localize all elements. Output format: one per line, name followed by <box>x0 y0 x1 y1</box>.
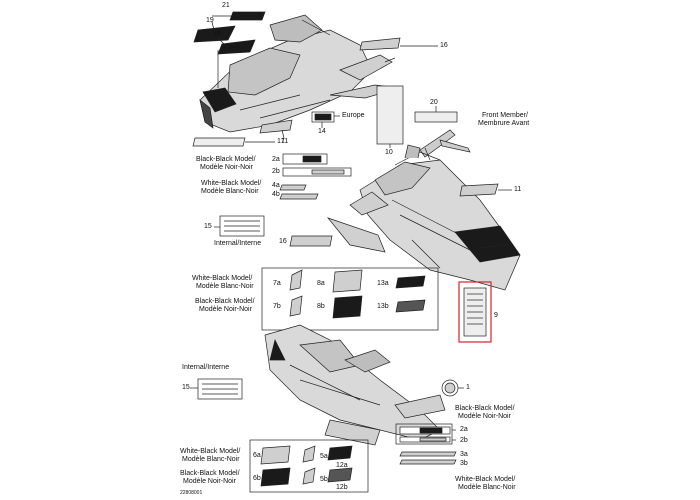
decal-18 <box>217 39 256 55</box>
label-black-black-top: Black-Black Model/ <box>196 156 256 163</box>
label-noir-noir-left: Modèle Noir-Noir <box>183 478 236 485</box>
callout-4b: 4b <box>272 191 280 198</box>
callout-17: 17 <box>277 138 285 145</box>
callout-21: 21 <box>222 2 230 9</box>
decal-19 <box>193 25 236 43</box>
label-noir-noir-mid: Modèle Noir-Noir <box>199 306 252 313</box>
label-white-black-mid: White-Black Model/ <box>192 275 253 282</box>
figure-code: 22808001 <box>180 490 203 496</box>
callout-15-bottom: 15 <box>182 384 190 391</box>
callout-7b: 7b <box>273 303 281 310</box>
label-black-black-mid: Black-Black Model/ <box>195 298 255 305</box>
callout-5a: 5a <box>320 453 328 460</box>
callout-9: 9 <box>494 312 498 319</box>
callout-8b: 8b <box>317 303 325 310</box>
label-noir-noir-bottom: Modèle Noir-Noir <box>458 413 511 420</box>
label-blanc-noir-mid: Modèle Blanc-Noir <box>196 283 254 290</box>
label-internal-bottom: Internal/Interne <box>182 364 230 371</box>
callout-19: 19 <box>206 17 214 24</box>
label-membrure-avant: Membrure Avant <box>478 120 530 127</box>
decal-11-top <box>259 119 293 134</box>
middle-snowmobile <box>326 144 521 291</box>
label-black-black-left: Black-Black Model/ <box>180 470 240 477</box>
decal-21 <box>229 11 266 21</box>
callout-2a-top: 2a <box>272 156 280 163</box>
front-member <box>419 129 471 161</box>
callout-4a: 4a <box>272 182 280 189</box>
callout-11-mid: 11 <box>514 186 522 193</box>
callout-1: 1 <box>466 384 470 391</box>
label-europe: Europe <box>342 112 365 119</box>
top-snowmobile <box>199 14 401 133</box>
label-noir-noir-top: Modèle Noir-Noir <box>200 164 253 171</box>
callout-13a: 13a <box>377 280 389 287</box>
callout-14: 14 <box>318 128 326 135</box>
callout-16-mid: 16 <box>279 238 287 245</box>
callout-5b: 5b <box>320 476 328 483</box>
callout-15-mid: 15 <box>204 223 212 230</box>
label-internal-mid: Internal/Interne <box>214 240 262 247</box>
label-blanc-noir-left: Modèle Blanc-Noir <box>182 456 240 463</box>
label-black-black-bottom: Black-Black Model/ <box>455 405 515 412</box>
callout-3b: 3b <box>460 460 468 467</box>
bottom-snowmobile <box>264 324 446 446</box>
callout-18: 18 <box>213 30 221 37</box>
callout-6b: 6b <box>253 475 261 482</box>
callout-2b-top: 2b <box>272 168 280 175</box>
label-white-black-left: White-Black Model/ <box>180 448 241 455</box>
callout-2b-bottom: 2b <box>460 437 468 444</box>
label-blanc-noir-bottom: Modèle Blanc-Noir <box>458 484 516 491</box>
callout-3a: 3a <box>460 451 468 458</box>
label-front-member: Front Member/ <box>482 112 528 119</box>
callout-8a: 8a <box>317 280 325 287</box>
label-white-black-bottom: White-Black Model/ <box>455 476 516 483</box>
callout-7a: 7a <box>273 280 281 287</box>
variant-box-bottom <box>249 439 369 493</box>
callout-10: 10 <box>385 149 393 156</box>
callout-2a-bottom: 2a <box>460 426 468 433</box>
callout-20: 20 <box>430 99 438 106</box>
callout-12b: 12b <box>336 484 348 491</box>
callout-6a: 6a <box>253 452 261 459</box>
decal-17 <box>192 137 246 147</box>
callout-13b: 13b <box>377 303 389 310</box>
callout-12a: 12a <box>336 462 348 469</box>
decal-11-mid <box>459 183 499 197</box>
decal-16 <box>359 37 401 51</box>
decal-20 <box>414 111 458 123</box>
callout-11-a: 11 <box>281 138 289 145</box>
decal-10 <box>376 85 404 145</box>
label-blanc-noir-top: Modèle Blanc-Noir <box>201 188 259 195</box>
decal-9-highlight <box>458 281 492 343</box>
label-white-black-top: White-Black Model/ <box>201 180 262 187</box>
decal-16-mid <box>289 235 333 247</box>
callout-16-top: 16 <box>440 42 448 49</box>
variant-box-middle <box>261 267 439 331</box>
